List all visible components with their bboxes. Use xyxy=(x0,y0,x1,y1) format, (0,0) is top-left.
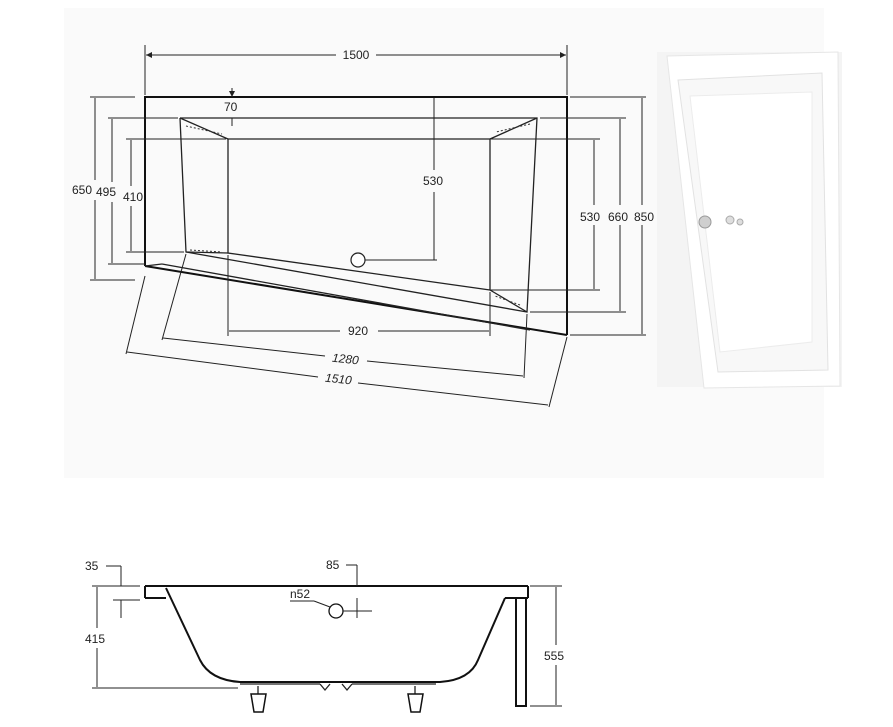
top-view: 1500 70 650 495 410 530 xyxy=(72,45,654,408)
dim-495: 495 xyxy=(96,185,116,199)
dim-650: 650 xyxy=(72,183,92,197)
dim-35: 35 xyxy=(85,559,99,573)
dim-70: 70 xyxy=(224,100,238,114)
dim-660: 660 xyxy=(608,210,628,224)
bathtub-photo xyxy=(657,51,842,389)
dim-1500: 1500 xyxy=(343,48,370,62)
rim-edge xyxy=(179,117,538,313)
dim-1510: 1510 xyxy=(324,371,352,388)
drain-circle xyxy=(350,252,366,268)
dim-85: 85 xyxy=(326,558,340,572)
dim-530-center: 530 xyxy=(423,174,443,188)
side-view: n52 35 85 415 555 xyxy=(85,558,564,713)
dim-410: 410 xyxy=(123,190,143,204)
outer-rim xyxy=(144,96,568,335)
dim-555: 555 xyxy=(544,649,564,663)
skirt-line xyxy=(161,263,531,331)
dim-1280: 1280 xyxy=(331,351,359,368)
dim-415: 415 xyxy=(85,632,105,646)
dim-n52: n52 xyxy=(290,587,310,601)
dim-920: 920 xyxy=(348,324,368,338)
dim-530-right: 530 xyxy=(580,210,600,224)
dim-850: 850 xyxy=(634,210,654,224)
